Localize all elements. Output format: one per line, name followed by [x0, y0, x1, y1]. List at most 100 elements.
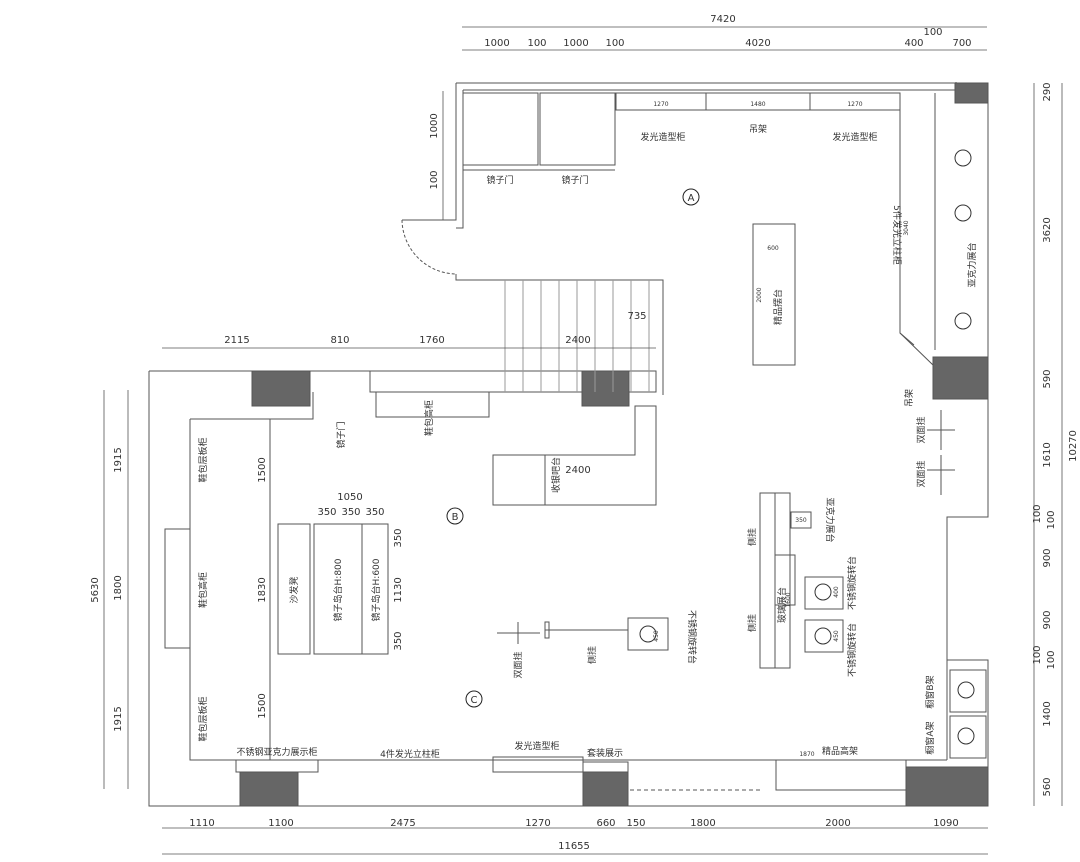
label-double-hang-3: 双面挂	[512, 651, 524, 678]
chair-icon-2	[954, 204, 972, 222]
glass-display-box	[774, 554, 796, 606]
dim-top-2: 100	[527, 38, 546, 49]
label-hanger-top: 吊架	[749, 124, 767, 135]
dim-1270b: 1270	[847, 101, 862, 108]
boutique-table-box	[752, 223, 796, 366]
label-mirror-door-2: 镜子门	[561, 174, 588, 186]
label-shoe-bag-shelf-2: 鞋包层板柜	[197, 696, 209, 741]
label-stainless-turntable-2: 不锈钢旋转台	[846, 556, 858, 610]
dim-bottom-3: 2475	[390, 818, 415, 829]
dim-735: 735	[627, 311, 646, 322]
dim-mid-4: 2400	[565, 335, 590, 346]
dim-left-2: 1800	[113, 575, 124, 600]
dim-bottom-total: 11655	[558, 841, 590, 852]
dim-right-5: 100	[1032, 504, 1043, 523]
dim-right-3: 590	[1042, 369, 1053, 388]
dim-mid-3: 1760	[419, 335, 444, 346]
window-a-box	[949, 715, 987, 759]
dim-top-4: 100	[605, 38, 624, 49]
dim-bottom-5: 660	[596, 818, 615, 829]
dim-1500b: 1500	[257, 693, 268, 718]
dim-left-total: 5630	[90, 577, 101, 602]
column-6	[582, 771, 629, 807]
label-shoe-bag-tall-top: 鞋包高柜	[423, 400, 435, 436]
column-2	[581, 370, 630, 407]
chair-icon-5	[814, 583, 832, 601]
dim-right-4: 1610	[1042, 442, 1053, 467]
label-boutique-shelf: 精品高架	[822, 745, 858, 757]
dim-bottom-7: 1800	[690, 818, 715, 829]
marker-b-circle	[446, 507, 464, 525]
label-set-display: 套装展示	[587, 747, 623, 759]
chair-icon-8	[957, 727, 975, 745]
dim-2000: 2000	[756, 287, 763, 302]
dim-top-extra: 100	[923, 27, 942, 38]
dim-350-a: 350	[317, 507, 336, 518]
chair-icon-3	[954, 312, 972, 330]
column-5	[239, 771, 299, 807]
turntable-2-box	[804, 576, 844, 610]
label-island-800: 镜子岛台H:800	[332, 558, 344, 621]
column-1	[251, 370, 311, 407]
dim-1600: 1600	[785, 592, 792, 607]
label-shoe-bag-shelf-1: 鞋包层板柜	[197, 437, 209, 482]
label-acrylic-stand-2: 亚克力展台	[824, 497, 836, 542]
dim-mid-2: 810	[330, 335, 349, 346]
stainless-cabinet-box	[235, 759, 319, 773]
chair-icon-4	[639, 625, 657, 643]
dim-top-6: 400	[904, 38, 923, 49]
dim-right-6: 100	[1046, 510, 1057, 529]
dim-right-10: 100	[1046, 650, 1057, 669]
cashier-box	[492, 454, 546, 506]
side-hang-end	[544, 621, 550, 639]
dim-1480: 1480	[750, 101, 765, 108]
label-acrylic-stand: 亚克力展台	[966, 242, 978, 287]
dim-3040: 3040	[903, 220, 910, 235]
dim-left-1: 1915	[113, 447, 124, 472]
dim-450: 450	[833, 630, 840, 642]
label-double-hang-1: 双面挂	[915, 416, 927, 443]
label-mirror-door-3: 镜子门	[335, 421, 347, 448]
label-stainless-turntable-1: 不锈钢旋转台	[686, 610, 698, 664]
label-window-a: 橱窗A架	[924, 721, 936, 754]
label-boutique-table: 精品摆台	[772, 289, 784, 325]
label-side-hang-3: 侧挂	[746, 614, 758, 632]
upper-left-wall	[402, 83, 464, 229]
label-hanger-right: 吊架	[904, 389, 915, 407]
sofa-box	[277, 523, 311, 655]
dim-left-3: 1915	[113, 706, 124, 731]
dim-top-total: 7420	[710, 14, 735, 25]
dim-350-c: 350	[365, 507, 384, 518]
label-window-b: 橱窗B架	[924, 675, 936, 708]
dim-top-5: 4020	[745, 38, 770, 49]
column-3	[932, 356, 989, 400]
label-glow-cabinet-1: 发光造型柜	[640, 131, 685, 143]
column-4	[954, 82, 989, 104]
lower-top-wall	[149, 370, 657, 420]
dim-bottom-1: 1110	[189, 818, 214, 829]
dim-350-vtop: 350	[393, 528, 404, 547]
dim-1500a: 1500	[257, 457, 268, 482]
label-column-cabinet-4: 4件发光立柱柜	[380, 748, 440, 760]
lower-room-outer-wall	[148, 371, 989, 807]
label-glow-cabinet-2: 发光造型柜	[832, 131, 877, 143]
dim-right-8: 900	[1042, 610, 1053, 629]
label-stainless-acrylic-cabinet: 不锈钢亚克力展示柜	[236, 746, 317, 758]
label-double-hang-2: 双面挂	[915, 460, 927, 487]
dim-bottom-6: 150	[626, 818, 645, 829]
window-b-box	[949, 669, 987, 713]
marker-b: B	[452, 512, 459, 523]
label-shoe-bag-tall-left: 鞋包高柜	[197, 572, 209, 608]
dim-right-1: 290	[1042, 82, 1053, 101]
label-column-cabinet-5: 5件发光立柱柜	[891, 205, 903, 265]
set-display-box	[582, 761, 629, 773]
island-box	[313, 523, 389, 655]
dim-bottom-4: 1270	[525, 818, 550, 829]
dim-450-b: 450	[653, 630, 660, 642]
dim-400: 400	[833, 586, 840, 598]
dim-2400-counter: 2400	[565, 465, 590, 476]
glow-cabinet-bottom-box	[492, 756, 584, 773]
chair-icon-1	[954, 149, 972, 167]
dim-350-vbot: 350	[393, 631, 404, 650]
column-7	[905, 766, 989, 807]
